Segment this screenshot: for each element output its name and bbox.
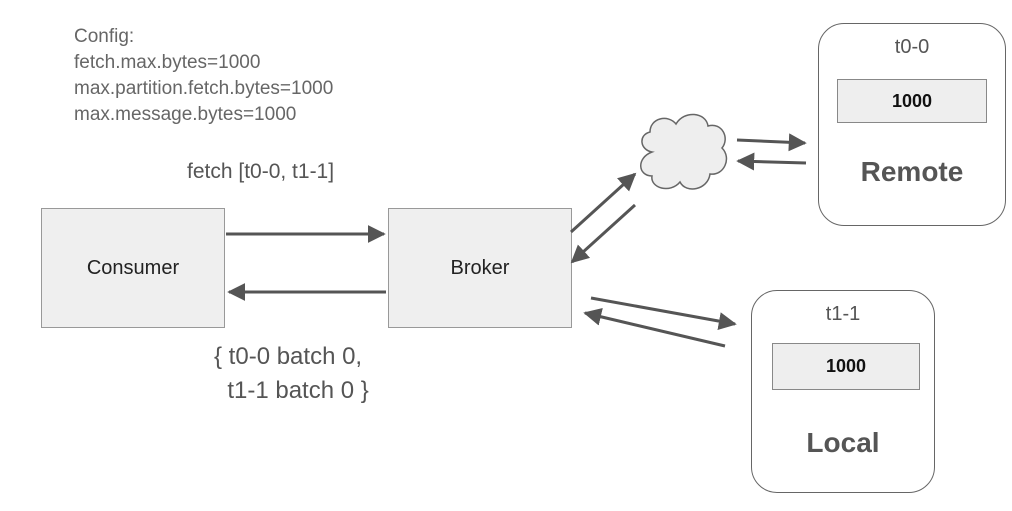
local-batch-value: 1000 [825,356,867,376]
remote-batch-value: 1000 [891,90,933,111]
response-line-2: t1-1 batch 0 } [214,377,369,404]
consumer-box: Consumer [41,208,225,328]
config-line: max.partition.fetch.bytes=1000 [74,78,334,99]
broker-to-local-arrow [590,296,737,330]
fetch-request-label: fetch [t0-0, t1-1] [187,160,335,183]
config-line: max.message.bytes=1000 [74,104,297,125]
broker-to-cloud-arrow [569,172,637,234]
local-to-broker-arrow [583,307,726,348]
network-cloud-icon [640,113,728,190]
response-line-1: { t0-0 batch 0, [214,343,363,370]
remote-partition-name: t0-0 [894,36,930,58]
remote-kind-label: Remote [860,156,964,187]
fetch-response-label: { t0-0 batch 0, t1-1 batch 0 } [214,340,369,408]
local-kind-label: Local [806,427,880,458]
config-line: fetch.max.bytes=1000 [74,52,261,73]
consumer-label: Consumer [86,256,180,279]
config-line: Config: [74,26,135,47]
broker-box: Broker [388,208,572,328]
local-partition-name: t1-1 [825,303,861,325]
config-text: Config: fetch.max.bytes=1000 max.partiti… [74,24,333,128]
broker-label: Broker [450,256,510,279]
cloud-to-broker-arrow [570,203,637,264]
remote-storage: t0-0 1000 Remote [818,23,1006,226]
local-storage: t1-1 1000 Local [751,290,935,493]
local-batch: 1000 [772,343,920,390]
remote-to-cloud-arrow [736,152,807,171]
cloud-to-remote-arrow [736,133,807,152]
remote-batch: 1000 [837,79,987,123]
